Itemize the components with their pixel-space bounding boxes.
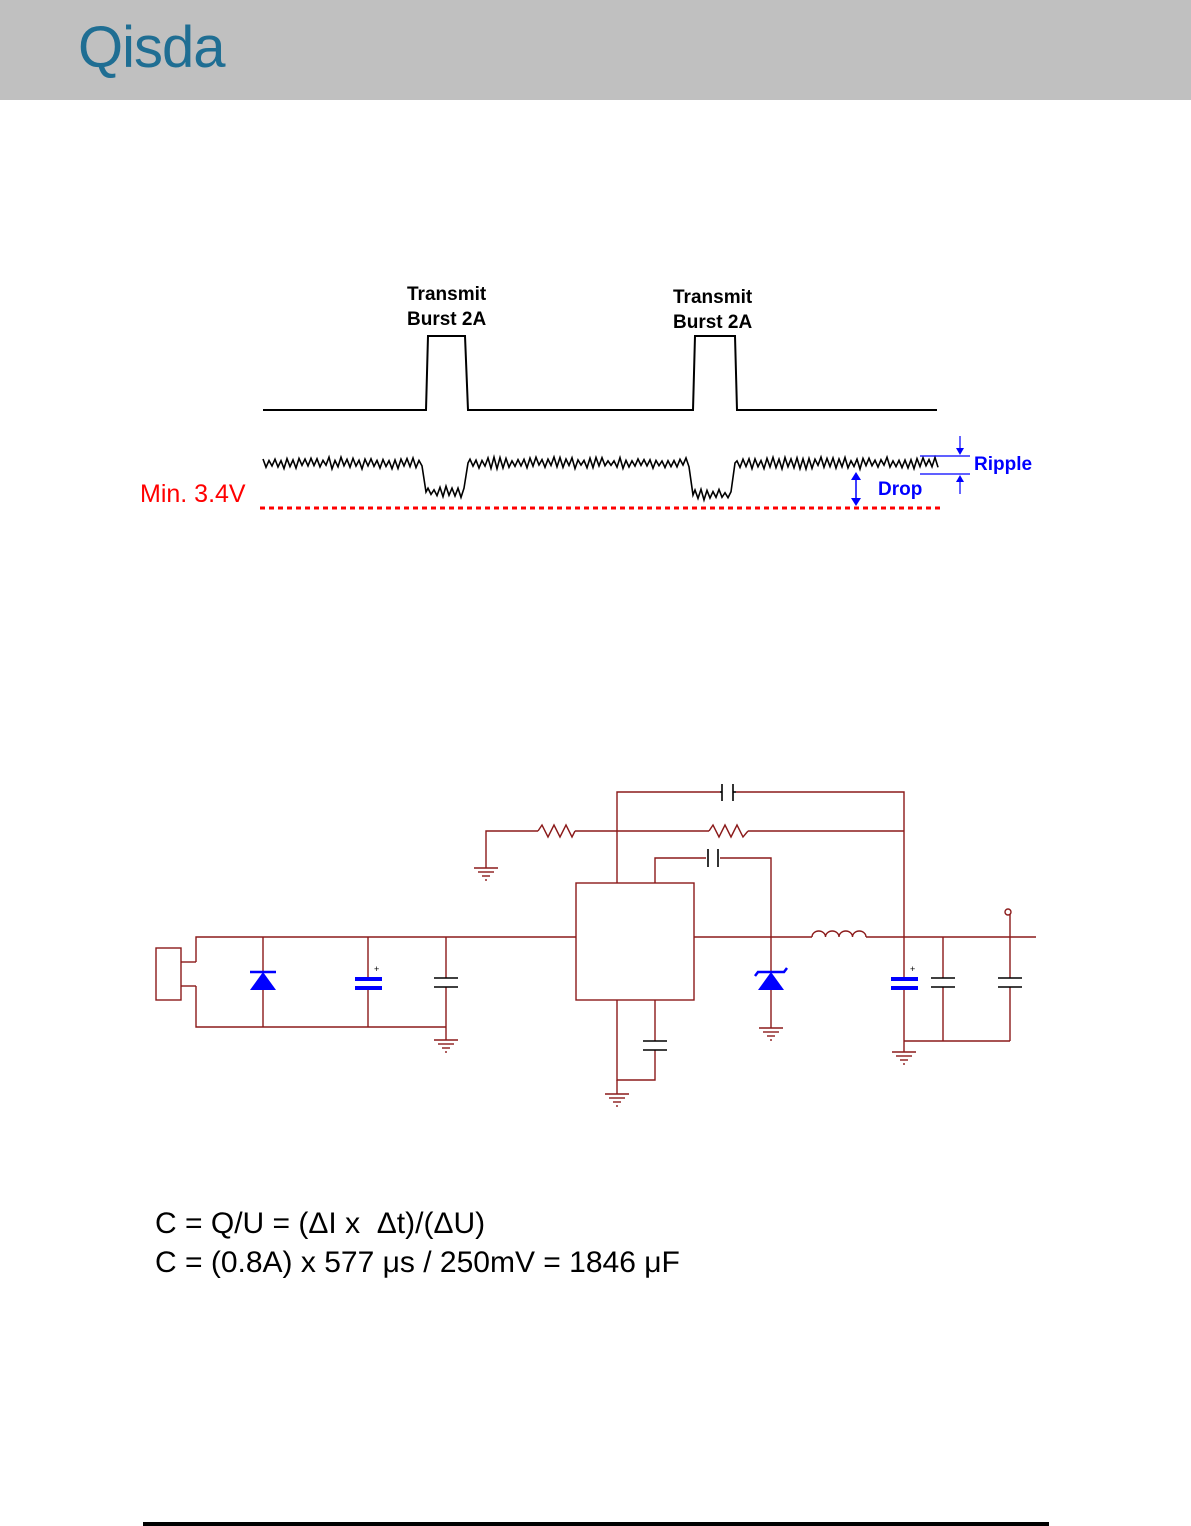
input-ceramic-capacitor-icon <box>434 978 458 987</box>
svg-text:+: + <box>374 964 379 974</box>
ground-icon-1 <box>474 868 498 880</box>
ground-icon-5 <box>605 1094 629 1106</box>
input-connector <box>156 948 181 1000</box>
schematic-wires <box>156 792 1036 1094</box>
output-ceramic-capacitor-icon <box>931 978 955 987</box>
top-capacitor-icon <box>720 784 736 801</box>
schottky-catch-diode-icon <box>755 968 787 990</box>
ground-icon-4 <box>892 1052 916 1064</box>
capacitance-calculation: C = (0.8A) x 577 μs / 250mV = 1846 μF <box>155 1246 680 1280</box>
svg-text:+: + <box>910 964 915 974</box>
ground-icon-3 <box>759 1028 783 1040</box>
capacitance-formula: C = Q/U = (ΔI x Δt)/(ΔU) <box>155 1207 485 1241</box>
bootstrap-capacitor-icon <box>708 849 718 867</box>
resistor-icon-1 <box>538 825 575 837</box>
input-protection-diode-icon <box>250 972 276 990</box>
ic-bottom-capacitor-icon <box>643 1041 667 1050</box>
output-test-point <box>1005 909 1011 915</box>
output-ceramic-capacitor-2-icon <box>998 978 1022 987</box>
inductor-icon <box>812 931 866 937</box>
ground-icon-2 <box>434 1040 458 1052</box>
footer-rule <box>143 1522 1049 1526</box>
resistor-icon-2 <box>709 825 748 837</box>
regulator-ic <box>576 883 694 1000</box>
